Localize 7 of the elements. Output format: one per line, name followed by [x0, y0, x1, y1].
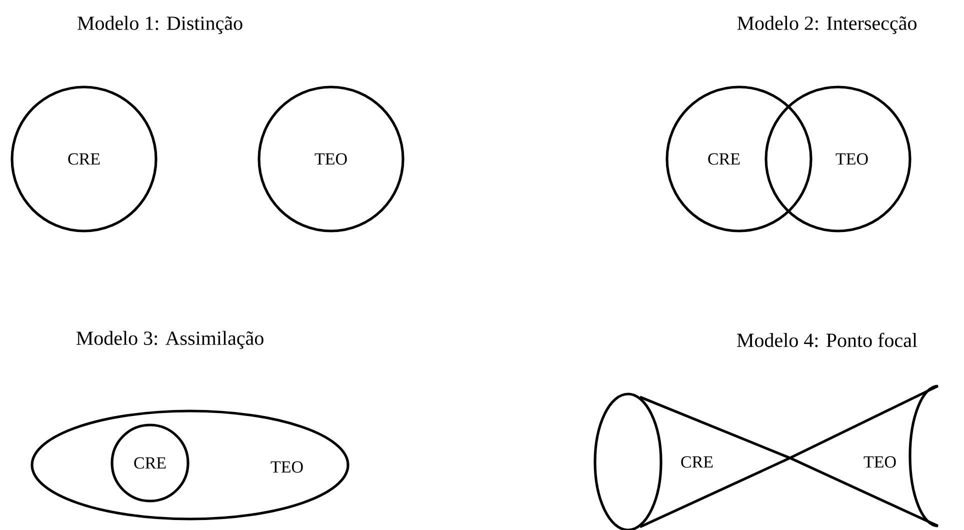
cone-drawing: TEO: [786, 384, 939, 528]
cone-drawing: CRE: [594, 392, 794, 530]
model-title: Modelo 1: Distinção: [78, 16, 242, 34]
model-title: Modelo 3: Assimilação: [76, 330, 264, 350]
model-title: Modelo 2: Intersecção: [737, 16, 916, 34]
node-label: CRE: [681, 456, 713, 468]
model-title: Modelo 4: Ponto focal: [737, 332, 918, 348]
